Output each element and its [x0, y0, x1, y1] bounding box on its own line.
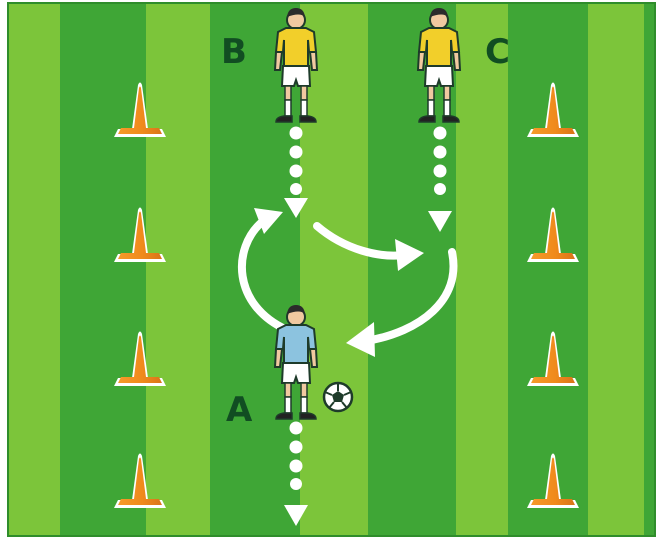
player-shorts — [282, 66, 310, 86]
player-shorts — [425, 66, 453, 86]
pitch-stripe — [146, 3, 210, 536]
pitch-stripe — [588, 3, 644, 536]
pitch — [8, 3, 655, 536]
player-c-label: C — [485, 32, 510, 72]
pitch-stripe — [8, 3, 60, 536]
soccer-ball-icon — [324, 383, 352, 411]
player-b-label: B — [221, 32, 247, 72]
pitch-stripe — [456, 3, 508, 536]
player-a-label: A — [226, 390, 253, 430]
player-shorts — [282, 363, 310, 383]
